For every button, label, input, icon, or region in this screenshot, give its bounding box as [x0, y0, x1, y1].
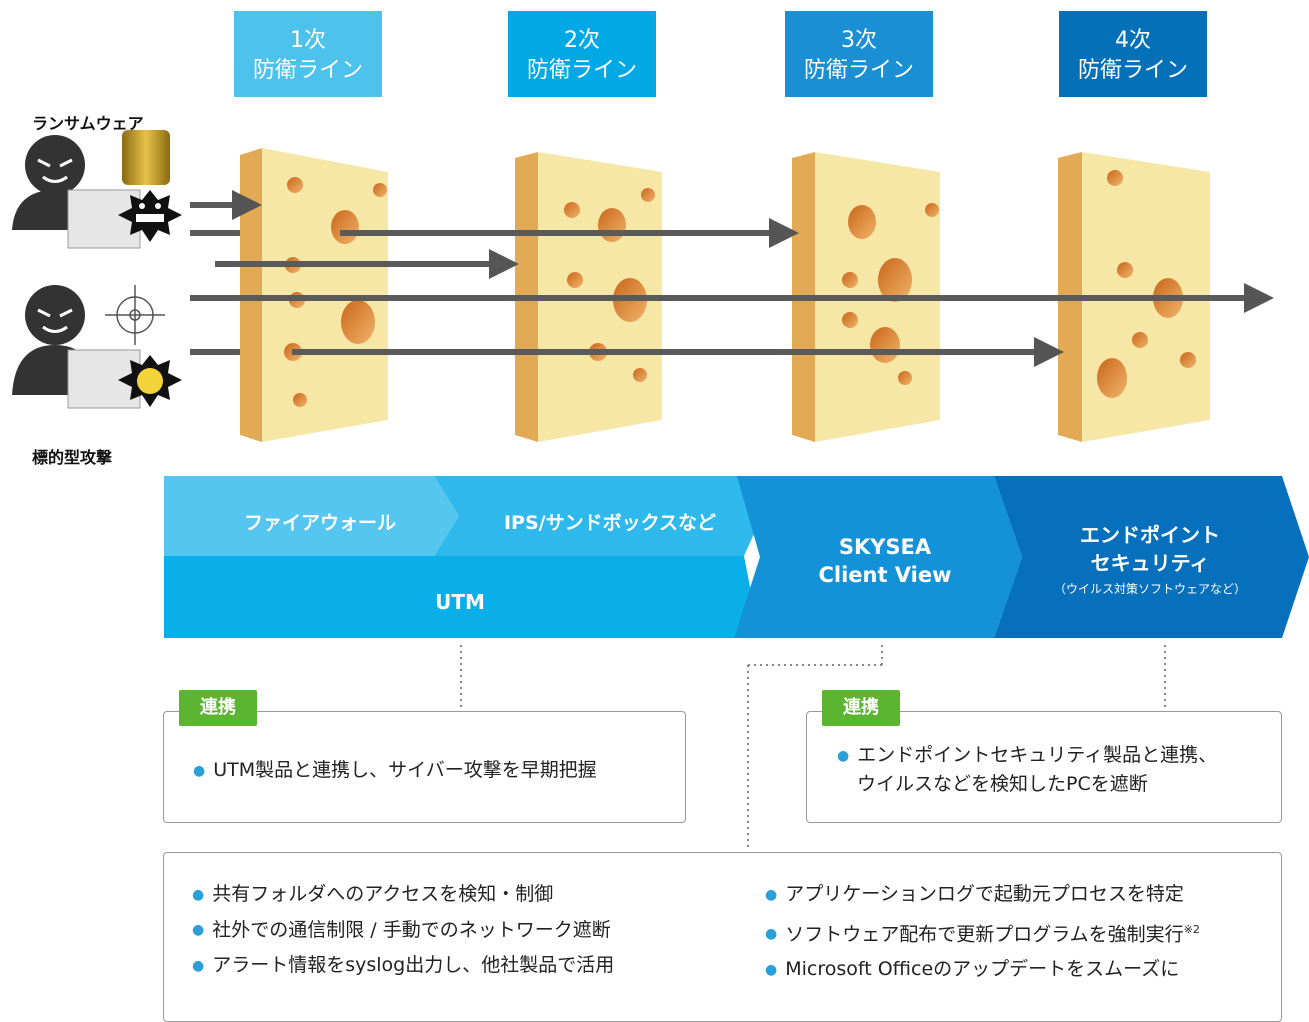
targeted-attacker-icon — [12, 285, 182, 409]
defense-line-3-label: 防衛ライン — [803, 58, 914, 83]
ransomware-attacker-icon — [12, 130, 182, 249]
feature-text: アラート情報をsyslog出力し、他社製品で活用 — [212, 954, 615, 976]
feature-item: ● アラート情報をsyslog出力し、他社製品で活用 — [192, 951, 614, 980]
defense-line-2-label: 防衛ライン — [526, 58, 637, 83]
defense-line-4-number: 4次 — [1115, 28, 1151, 53]
bullet-dot: ● — [192, 922, 205, 938]
defense-line-2-number: 2次 — [564, 28, 600, 53]
endpoint-link-box — [806, 711, 1282, 823]
right-link-text-2: ウイルスなどを検知したPCを遮断 — [857, 772, 1148, 795]
utm-link-box — [163, 711, 686, 823]
feature-item: ● Microsoft Officeのアップデートをスムーズに — [765, 955, 1200, 984]
ransomware-label: ランサムウェア — [32, 114, 144, 133]
defense-line-4-header: 4次 防衛ライン — [1059, 11, 1207, 97]
security-flow-band — [164, 476, 1309, 638]
bullet-dot: ● — [192, 957, 205, 974]
defense-line-2-header: 2次 防衛ライン — [508, 11, 656, 97]
bullet-dot: ● — [765, 961, 778, 978]
targeted-attack-label: 標的型攻撃 — [32, 448, 113, 467]
features-right-column: ● アプリケーションログで起動元プロセスを特定 ● ソフトウェア配布で更新プログラム… — [765, 880, 1200, 984]
bullet-dot: ● — [192, 886, 205, 903]
utm-segment — [164, 556, 760, 638]
skysea-features-box — [163, 852, 1282, 1022]
attack-arrows — [190, 190, 1274, 367]
features-left-column: ● 共有フォルダへのアクセスを検知・制御 ● 社外での通信制限 / 手動でのネットワ… — [192, 880, 614, 980]
ips-label: IPS/サンドボックスなど — [503, 512, 717, 534]
skysea-segment — [734, 476, 1022, 638]
feature-text: Microsoft Officeのアップデートをスムーズに — [785, 958, 1180, 981]
firewall-segment — [164, 476, 459, 556]
feature-text: 共有フォルダへのアクセスを検知・制御 — [212, 883, 554, 905]
left-link-text: UTM製品と連携し、サイバー攻撃を早期把握 — [213, 759, 597, 781]
feature-text: ソフトウェア配布で更新プログラムを強制実行 — [785, 922, 1184, 945]
feature-text: アプリケーションログで起動元プロセスを特定 — [785, 883, 1184, 905]
defense-line-4-label: 防衛ライン — [1077, 58, 1188, 83]
bullet-dot: ● — [837, 747, 850, 764]
feature-text: 社外での通信制限 / 手動でのネットワーク遮断 — [212, 918, 611, 941]
utm-label: UTM — [435, 590, 485, 614]
right-link-badge: 連携 — [822, 690, 900, 726]
swiss-cheese-illustration — [12, 130, 1274, 442]
firewall-label: ファイアウォール — [243, 512, 396, 534]
ips-segment — [434, 476, 762, 556]
feature-item: ● 社外での通信制限 / 手動でのネットワーク遮断 — [192, 916, 614, 945]
defense-line-3-number: 3次 — [841, 28, 877, 53]
endpoint-line2: セキュリティ — [1090, 551, 1210, 575]
right-link-item: ● エンドポイントセキュリティ製品と連携、 ウイルスなどを検知したPCを遮断 — [837, 741, 1217, 798]
left-link-badge: 連携 — [179, 690, 257, 726]
right-link-text-1: エンドポイントセキュリティ製品と連携、 — [857, 744, 1218, 766]
defense-line-1-label: 防衛ライン — [252, 58, 363, 83]
feature-item: ● ソフトウェア配布で更新プログラムを強制実行※2 — [765, 916, 1200, 949]
dotted-connectors — [460, 645, 1166, 850]
endpoint-segment — [994, 476, 1309, 638]
defense-line-1-header: 1次 防衛ライン — [234, 11, 382, 97]
bullet-dot: ● — [193, 762, 206, 779]
skysea-line1: SKYSEA — [838, 535, 932, 559]
footnote-marker: ※2 — [1183, 922, 1200, 936]
skysea-line2: Client View — [818, 563, 952, 587]
feature-item: ● アプリケーションログで起動元プロセスを特定 — [765, 880, 1200, 909]
endpoint-sub: （ウイルス対策ソフトウェアなど） — [1053, 582, 1246, 596]
bullet-dot: ● — [765, 886, 778, 903]
endpoint-line1: エンドポイント — [1080, 523, 1220, 547]
defense-line-1-number: 1次 — [290, 28, 326, 53]
skysea-label: SKYSEA Client View — [770, 533, 1000, 589]
defense-line-3-header: 3次 防衛ライン — [785, 11, 933, 97]
endpoint-label: エンドポイント セキュリティ （ウイルス対策ソフトウェアなど） — [1030, 521, 1270, 601]
feature-item: ● 共有フォルダへのアクセスを検知・制御 — [192, 880, 614, 909]
left-link-item: ● UTM製品と連携し、サイバー攻撃を早期把握 — [193, 756, 597, 785]
bullet-dot: ● — [765, 926, 778, 943]
